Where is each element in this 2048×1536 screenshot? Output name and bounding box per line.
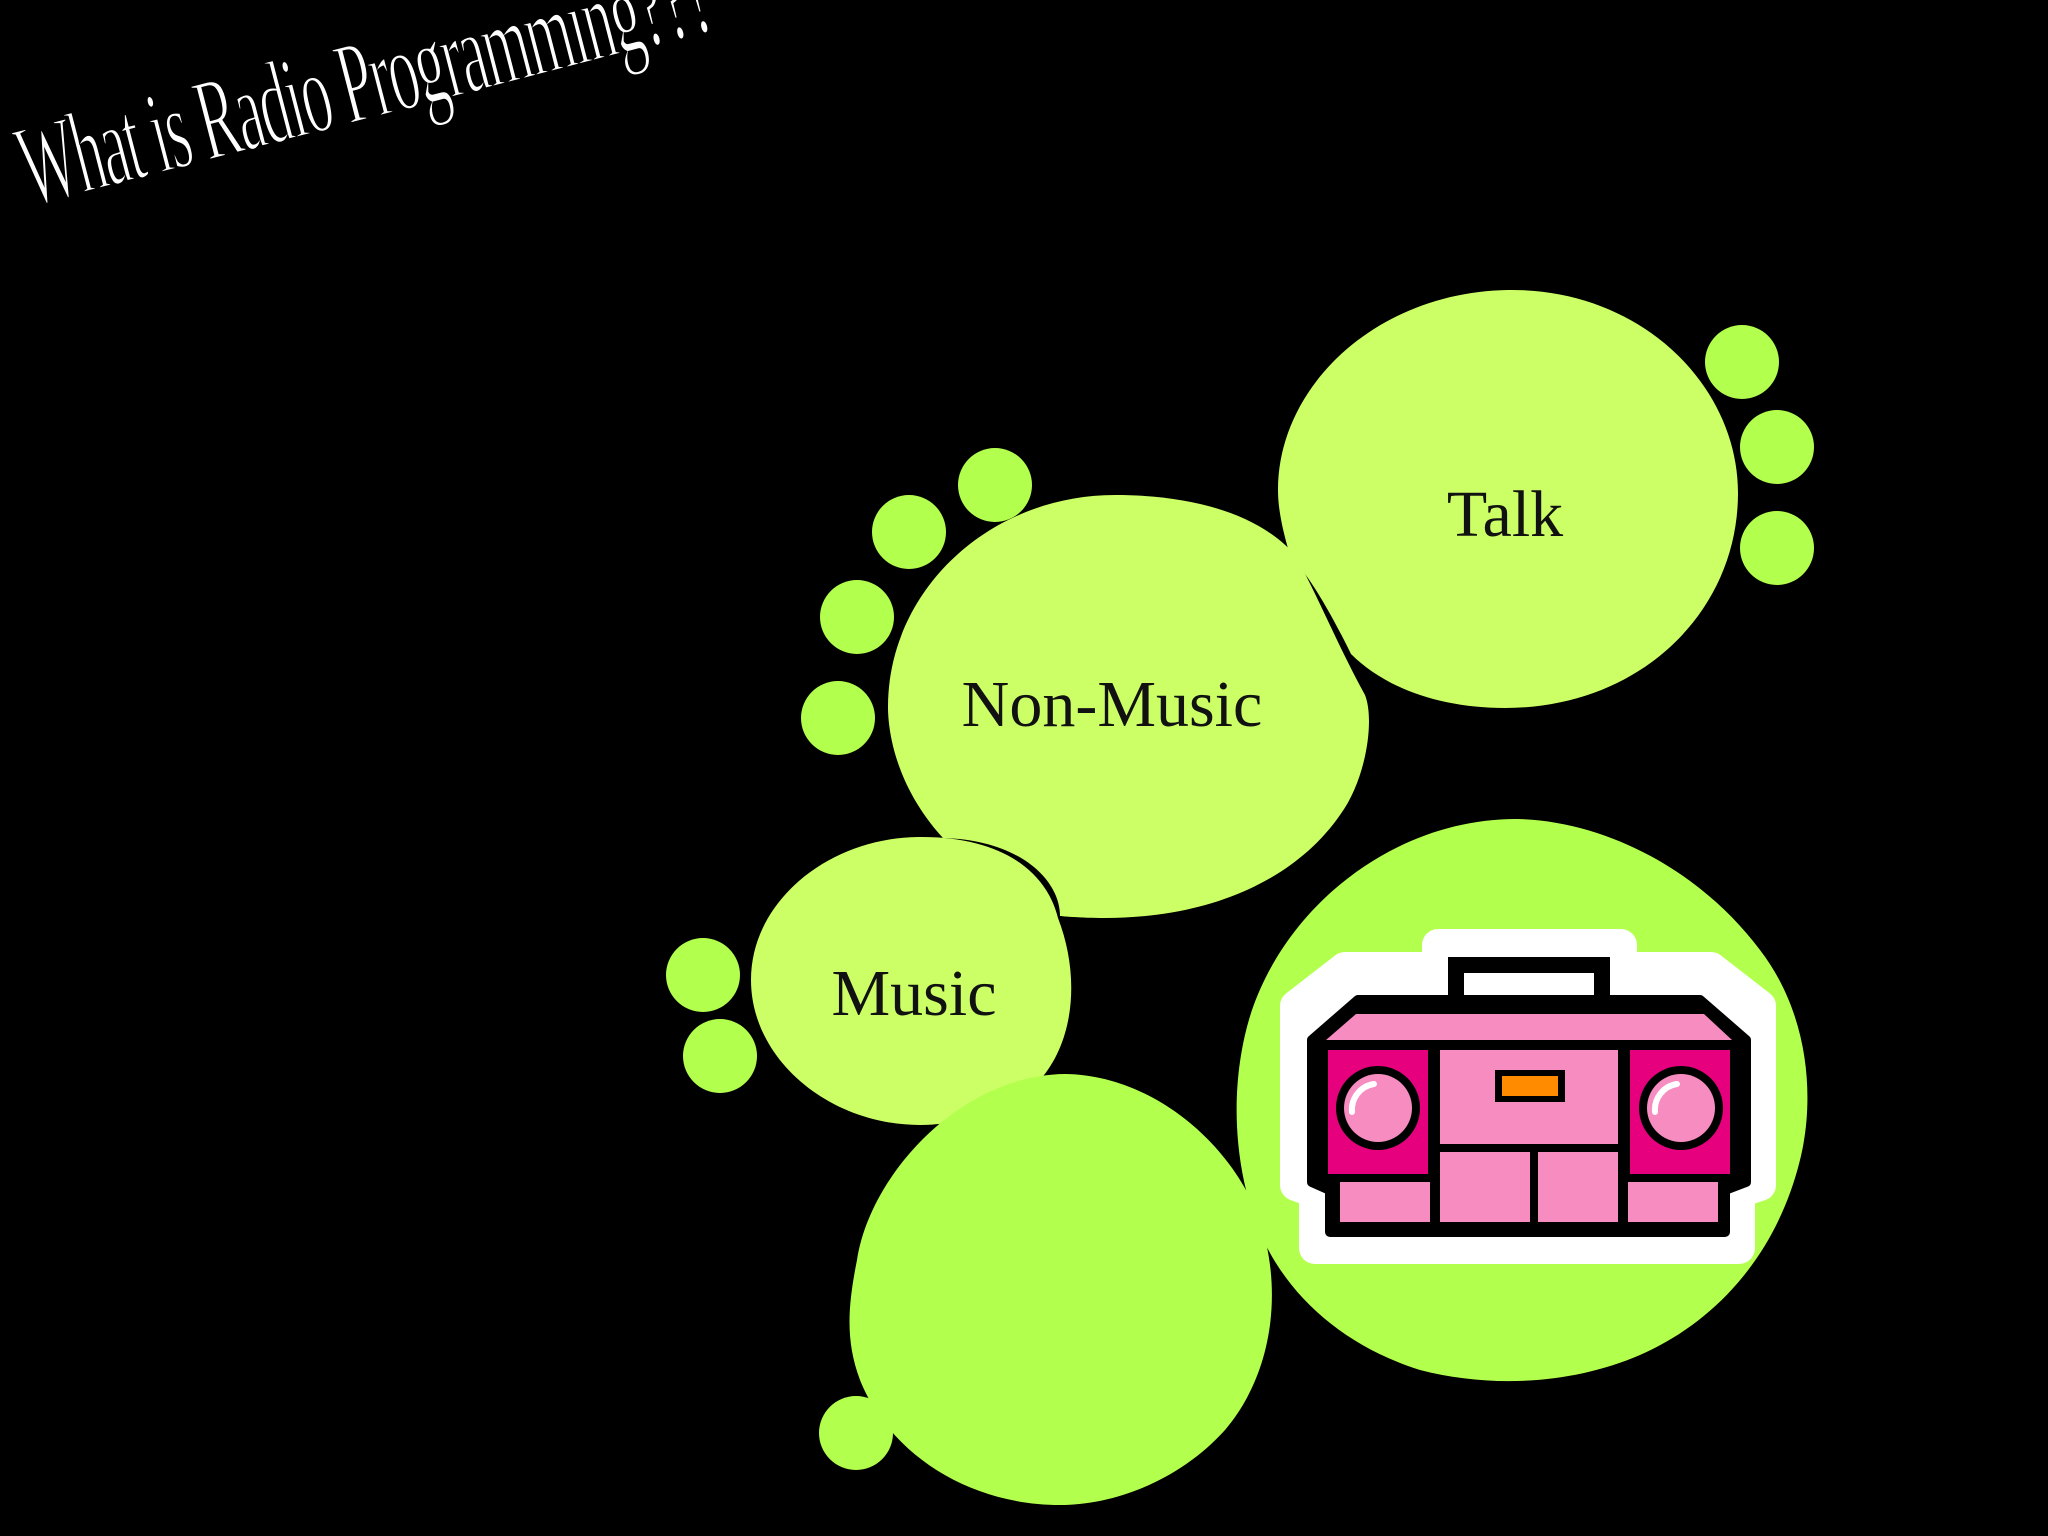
dot: [872, 495, 946, 569]
dot: [1705, 325, 1779, 399]
dot: [958, 448, 1032, 522]
dot: [801, 681, 875, 755]
music-bubble: Music: [751, 836, 1072, 1125]
dot: [683, 1019, 757, 1093]
empty-bubble: [849, 1074, 1272, 1505]
non-music-bubble: Non-Music: [888, 495, 1369, 918]
non-music-label: Non-Music: [962, 668, 1263, 741]
talk-bubble: Talk: [1278, 289, 1738, 708]
talk-label: Talk: [1447, 478, 1563, 551]
dot: [820, 580, 894, 654]
dot: [1740, 511, 1814, 585]
music-label: Music: [832, 957, 997, 1030]
dot: [819, 1396, 893, 1470]
decorative-dots: [666, 325, 1814, 1470]
boombox-icon: [1280, 929, 1776, 1264]
dot: [1740, 410, 1814, 484]
dot: [666, 938, 740, 1012]
